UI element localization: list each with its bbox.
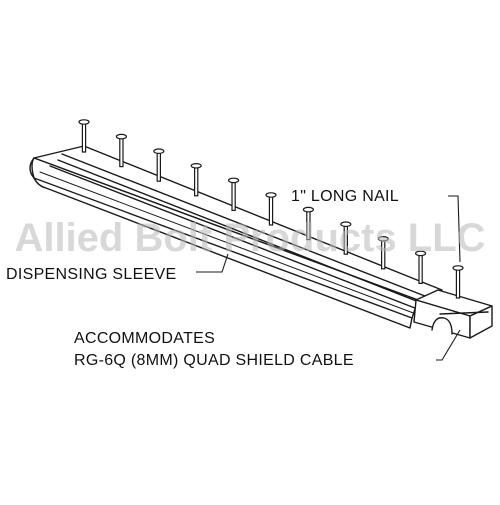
channel-line-4 bbox=[39, 171, 417, 315]
nail-shank bbox=[81, 121, 87, 153]
accommodates-label: ACCOMMODATES bbox=[74, 330, 216, 347]
leader-sleeve bbox=[196, 253, 229, 273]
end-block-groove bbox=[439, 311, 489, 315]
end-block-side bbox=[469, 305, 493, 339]
nail-shank bbox=[194, 165, 199, 197]
sleeve-bottom-edge bbox=[33, 177, 413, 329]
nail-label: 1" LONG NAIL bbox=[291, 188, 399, 205]
sleeve-left-end bbox=[29, 157, 35, 179]
nail-head bbox=[377, 236, 389, 242]
nail-shank bbox=[231, 179, 236, 211]
nail-head bbox=[228, 177, 240, 184]
channel-line-2 bbox=[57, 159, 425, 305]
nail-shank bbox=[119, 136, 124, 168]
cable-spec-label: RG-6Q (8MM) QUAD SHIELD CABLE bbox=[74, 352, 354, 369]
nail-shank bbox=[455, 267, 461, 299]
nail-head bbox=[340, 221, 352, 228]
leader-nail bbox=[448, 195, 461, 263]
dispensing-sleeve-label: DISPENSING SLEEVE bbox=[6, 266, 177, 283]
channel-line-1 bbox=[61, 153, 431, 299]
nail-head bbox=[265, 192, 277, 198]
leader-cable bbox=[436, 329, 461, 361]
nail-head bbox=[452, 265, 464, 271]
nail-head bbox=[153, 148, 165, 155]
nail-head bbox=[302, 206, 314, 213]
nail-head bbox=[415, 250, 427, 257]
nail-head bbox=[190, 163, 202, 169]
nail-head bbox=[115, 133, 128, 140]
nail-shank bbox=[156, 150, 161, 182]
channel-line-3 bbox=[49, 165, 421, 311]
watermark-text: Allied Bolt Products LLC bbox=[14, 216, 486, 260]
end-block-slot bbox=[431, 317, 453, 335]
nail-head bbox=[78, 119, 90, 125]
